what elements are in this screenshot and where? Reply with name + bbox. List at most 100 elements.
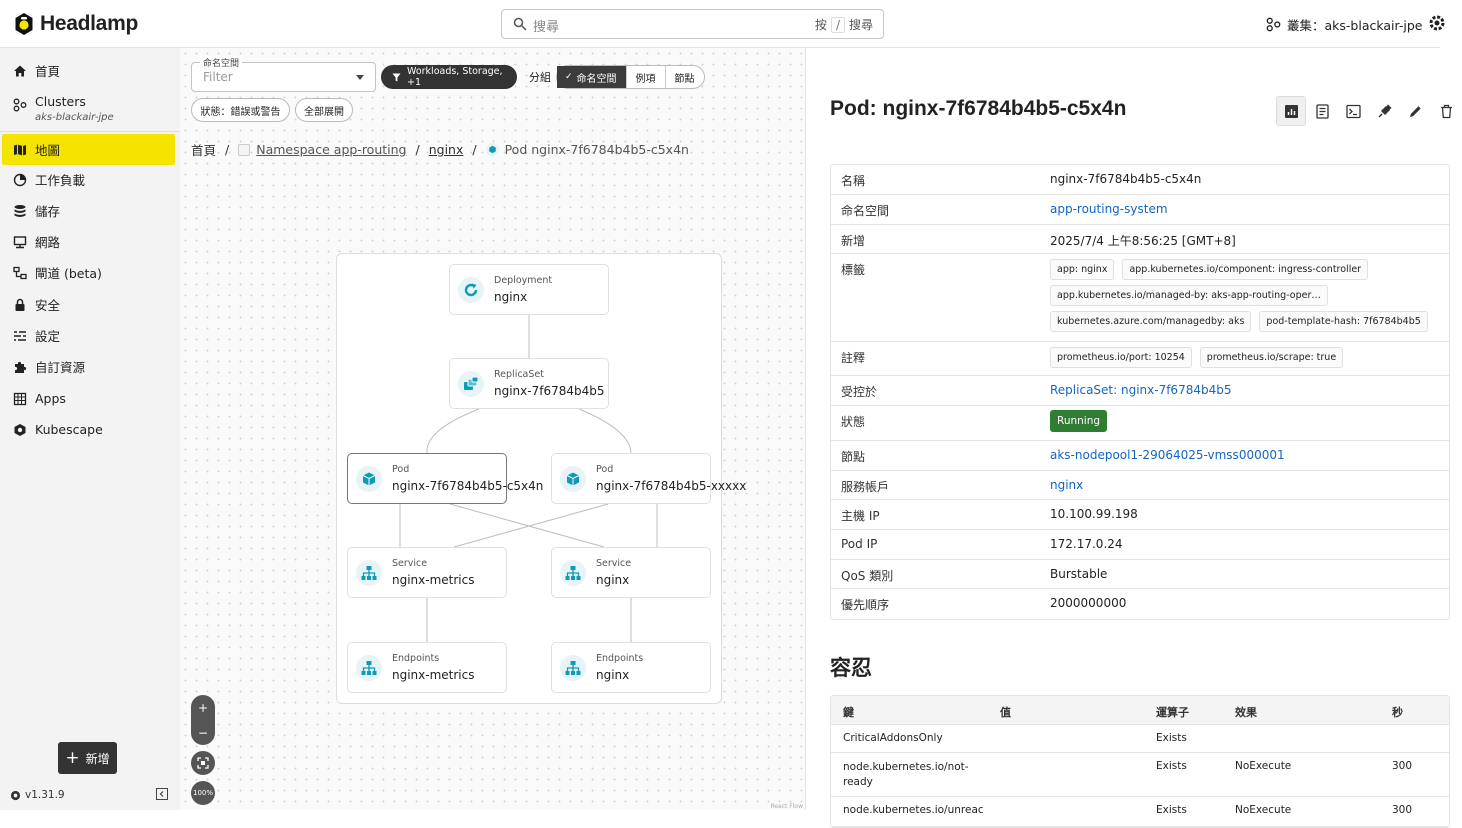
group-option-node[interactable]: 節點 — [674, 73, 695, 85]
namespace-filter[interactable]: 命名空間 Filter — [191, 56, 376, 92]
endpoints-icon — [565, 661, 581, 675]
cluster-label: 叢集：aks-blackair-jpe — [1287, 18, 1423, 33]
map-node-endpoints-metrics[interactable]: Endpoints nginx-metrics — [347, 642, 507, 693]
metadata-table: 名稱 nginx-7f6784b4b5-c5x4n 命名空間 app-routi… — [830, 164, 1450, 620]
replicaset-icon — [464, 376, 479, 390]
trash-icon — [1440, 104, 1452, 118]
namespace-link[interactable]: app-routing-system — [1050, 202, 1168, 216]
sidebar-item-config[interactable]: 設定 — [0, 320, 176, 351]
terminal-button[interactable] — [1338, 96, 1368, 126]
label-chip: app.kubernetes.io/managed-by: aks-app-ro… — [1050, 285, 1328, 306]
tolerations-heading: 容忍 — [830, 657, 872, 680]
plus-icon: + — [65, 747, 80, 768]
map-node-pod-selected[interactable]: Pod nginx-7f6784b4b5-c5x4n — [347, 453, 543, 504]
kind-filter-chip[interactable]: Workloads, Storage, +1 — [381, 65, 517, 89]
port-forward-button[interactable] — [1369, 96, 1399, 126]
app-logo[interactable]: Headlamp — [14, 12, 138, 36]
collapse-sidebar-icon[interactable] — [156, 788, 168, 800]
clusters-icon — [13, 98, 27, 112]
sidebar-item-storage[interactable]: 儲存 — [0, 195, 176, 226]
fit-view-icon — [197, 757, 209, 769]
gateway-icon — [13, 266, 27, 279]
map-node-replicaset[interactable]: ReplicaSet nginx-7f6784b4b5 — [449, 358, 609, 409]
sidebar-item-security[interactable]: 安全 — [0, 289, 176, 320]
annotation-chip: prometheus.io/scrape: true — [1199, 347, 1344, 368]
sidebar-item-gateway[interactable]: 閘道 (beta) — [0, 257, 176, 288]
zoom-in-button[interactable]: + — [197, 700, 209, 715]
label-chip: app.kubernetes.io/component: ingress-con… — [1122, 259, 1369, 280]
pod-icon — [362, 472, 376, 486]
check-icon: ✓ — [565, 72, 573, 82]
apps-icon — [13, 392, 27, 405]
label-chip: kubernetes.azure.com/managedby: aks — [1050, 311, 1252, 332]
group-option-namespace[interactable]: ✓命名空間 — [557, 66, 627, 88]
dropdown-arrow-icon — [356, 75, 364, 80]
map-node-pod[interactable]: Pod nginx-7f6784b4b5-xxxxx — [551, 453, 746, 504]
config-icon — [14, 330, 26, 341]
zoom-out-button[interactable]: − — [197, 725, 209, 740]
headlamp-logo-icon — [15, 13, 33, 35]
service-account-link[interactable]: nginx — [1050, 478, 1084, 492]
fit-view-button[interactable] — [191, 751, 215, 775]
edit-button[interactable] — [1400, 96, 1430, 126]
map-node-service-metrics[interactable]: Service nginx-metrics — [347, 547, 507, 598]
sidebar-item-kubescape[interactable]: Kubescape — [0, 414, 176, 445]
group-by-toggle[interactable]: ✓命名空間 例項 節點 — [556, 65, 705, 89]
controlled-by-link[interactable]: ReplicaSet: nginx-7f6784b4b5 — [1050, 383, 1232, 397]
annotation-chip: prometheus.io/port: 10254 — [1050, 347, 1192, 368]
sidebar-item-network[interactable]: 網路 — [0, 226, 176, 257]
sidebar-item-home[interactable]: 首頁 — [0, 55, 176, 86]
edge-pod2-service1 — [453, 503, 609, 548]
table-row: node.kubernetes.io/not-ready Exists NoEx… — [831, 753, 1449, 797]
metadata-row: 新增 2025/7/4 上午8:56:25 [GMT+8] — [831, 225, 1449, 254]
settings-gear-icon[interactable] — [1428, 14, 1446, 32]
sidebar-item-custom-resources[interactable]: 自訂資源 — [0, 351, 176, 382]
label-chip: pod-template-hash: 7f6784b4b5 — [1259, 311, 1428, 332]
global-search[interactable]: 搜尋 按/搜尋 — [501, 9, 884, 39]
map-node-endpoints[interactable]: Endpoints nginx — [551, 642, 711, 693]
expand-all-button[interactable]: 全部展開 — [295, 98, 353, 122]
sidebar-item-workloads[interactable]: 工作負載 — [0, 164, 176, 195]
sidebar-item-map[interactable]: 地圖 — [2, 134, 175, 165]
resource-map[interactable]: 命名空間 Filter Workloads, Storage, +1 分組 ✓命… — [180, 48, 806, 810]
edge-replicaset-pod2 — [578, 408, 632, 454]
delete-button[interactable] — [1431, 96, 1461, 126]
status-filter-button[interactable]: 狀態：錯誤或警告 — [191, 98, 290, 122]
kubernetes-icon — [10, 790, 21, 800]
app-name: Headlamp — [40, 12, 138, 35]
detail-title: Pod: nginx-7f6784b4b5-c5x4n — [830, 97, 1127, 120]
metadata-row: 命名空間 app-routing-system — [831, 195, 1449, 225]
annotations-list: prometheus.io/port: 10254 prometheus.io/… — [1050, 342, 1437, 373]
breadcrumb-group[interactable]: nginx — [428, 142, 464, 157]
node-link[interactable]: aks-nodepool1-29064025-vmss000001 — [1050, 448, 1285, 462]
breadcrumb-namespace[interactable]: Namespace app-routing — [256, 142, 407, 157]
deployment-icon — [464, 283, 478, 297]
tolerations-table: 鍵 值 運算子 效果 秒 CriticalAddonsOnly Exists n… — [830, 695, 1450, 828]
plug-icon — [1377, 103, 1392, 118]
workloads-icon — [13, 173, 27, 186]
zoom-level-button[interactable]: 100% — [191, 781, 215, 805]
add-resource-button[interactable]: +新增 — [58, 742, 117, 774]
map-node-deployment[interactable]: Deployment nginx — [449, 264, 609, 315]
map-icon — [14, 144, 26, 155]
puzzle-icon — [15, 361, 27, 373]
breadcrumb-home[interactable]: 首頁 — [191, 143, 217, 158]
map-attribution[interactable]: React Flow — [770, 803, 803, 810]
sidebar-item-clusters[interactable]: Clusters aks-blackair-jpe — [13, 94, 114, 123]
logs-button[interactable] — [1307, 96, 1337, 126]
map-node-service[interactable]: Service nginx — [551, 547, 711, 598]
tolerations-header: 鍵 值 運算子 效果 秒 — [831, 696, 1449, 725]
top-bar: Headlamp 搜尋 按/搜尋 叢集：aks-blackair-jpe — [0, 0, 1445, 48]
version-info: v1.31.9 — [10, 789, 65, 801]
detail-panel: Pod: nginx-7f6784b4b5-c5x4n 名稱 nginx-7f6… — [806, 48, 1452, 828]
edge-replicaset-pod1 — [426, 408, 480, 454]
sidebar-item-apps[interactable]: Apps — [0, 383, 176, 414]
group-option-instance[interactable]: 例項 — [627, 66, 666, 88]
cluster-indicator[interactable]: 叢集：aks-blackair-jpe — [1266, 15, 1422, 34]
breadcrumb: 首頁 / Namespace app-routing / nginx / Pod… — [191, 142, 689, 158]
graph-edges — [399, 315, 658, 642]
metadata-row-labels: 標籤 app: nginx app.kubernetes.io/componen… — [831, 254, 1449, 342]
metrics-button[interactable] — [1276, 96, 1306, 126]
sidebar: 首頁 Clusters aks-blackair-jpe 地圖 工作負載 儲存 … — [0, 48, 180, 810]
kubescape-icon — [14, 423, 26, 436]
